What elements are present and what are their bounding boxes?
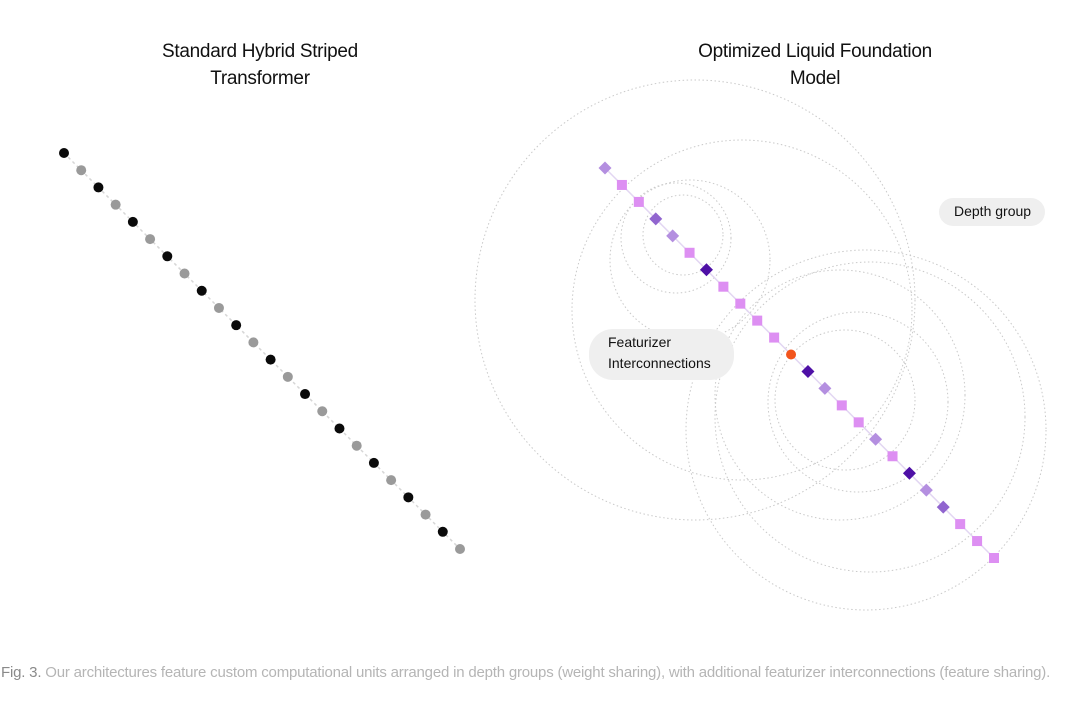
- right-unit-17: [869, 432, 883, 446]
- connection-arc-8: [714, 269, 966, 521]
- right-unit-11: [769, 332, 780, 343]
- left-unit-10: [213, 302, 224, 313]
- right-unit-24: [989, 553, 999, 563]
- left-unit-16: [317, 406, 328, 417]
- caption-figure-label: Fig. 3.: [1, 664, 42, 681]
- connection-arc-9: [685, 249, 1047, 611]
- right-unit-13: [801, 364, 815, 378]
- right-unit-20: [919, 483, 933, 497]
- right-diagram-title: Optimized Liquid Foundation Model: [698, 41, 932, 89]
- architecture-diagram: [59, 79, 1047, 611]
- left-unit-2: [76, 165, 87, 176]
- left-unit-19: [368, 457, 379, 468]
- left-unit-13: [265, 354, 276, 365]
- right-unit-4: [649, 212, 663, 226]
- left-unit-21: [403, 492, 414, 503]
- connection-arc-1: [642, 194, 724, 276]
- left-unit-23: [437, 526, 448, 537]
- connection-arc-4: [571, 139, 913, 481]
- left-unit-11: [231, 320, 242, 331]
- right-unit-7: [699, 263, 713, 277]
- left-unit-1: [59, 148, 69, 158]
- right-unit-12: [786, 349, 797, 360]
- right-unit-14: [818, 381, 832, 395]
- caption-text: Our architectures feature custom computa…: [41, 664, 1051, 681]
- connection-arc-7: [767, 311, 949, 493]
- connection-arc-2: [620, 182, 732, 294]
- depth-group-label: Depth group: [939, 198, 1046, 226]
- right-unit-9: [735, 298, 746, 309]
- right-unit-2: [616, 179, 627, 190]
- left-unit-8: [179, 268, 190, 279]
- left-unit-6: [145, 234, 156, 245]
- right-unit-6: [684, 247, 695, 258]
- right-unit-18: [887, 451, 898, 462]
- featurizer-interconnections-label: Featurizer Interconnections: [589, 329, 734, 380]
- left-unit-7: [162, 251, 173, 262]
- left-unit-20: [386, 475, 397, 486]
- right-unit-8: [718, 281, 729, 292]
- left-unit-17: [334, 423, 345, 434]
- left-unit-14: [282, 371, 293, 382]
- left-unit-3: [93, 182, 104, 193]
- left-unit-15: [300, 389, 311, 400]
- left-unit-9: [196, 285, 207, 296]
- left-unit-5: [127, 216, 138, 227]
- right-unit-15: [836, 400, 847, 411]
- left-unit-4: [110, 199, 121, 210]
- right-unit-10: [752, 315, 763, 326]
- connection-arc-5: [474, 79, 916, 521]
- right-unit-5: [666, 229, 680, 243]
- right-unit-3: [633, 196, 644, 207]
- connection-arc-10: [714, 261, 1026, 573]
- left-unit-24: [455, 544, 465, 554]
- left-diagram-title: Standard Hybrid Striped Transformer: [162, 41, 358, 89]
- right-unit-23: [972, 536, 983, 547]
- figure-caption: Fig. 3. Our architectures feature custom…: [1, 661, 1061, 684]
- right-unit-1: [598, 161, 612, 175]
- right-unit-22: [955, 519, 966, 530]
- right-unit-21: [936, 500, 950, 514]
- connection-arc-6: [774, 329, 916, 471]
- left-unit-22: [420, 509, 431, 520]
- right-unit-16: [853, 417, 864, 428]
- left-spine-line: [63, 152, 461, 550]
- left-unit-12: [248, 337, 259, 348]
- right-unit-19: [902, 466, 916, 480]
- left-unit-18: [351, 440, 362, 451]
